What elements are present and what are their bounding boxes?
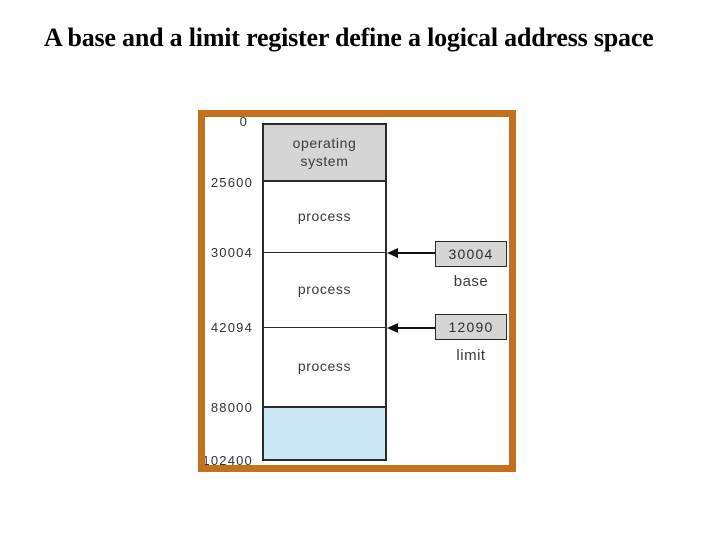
segment-label: operating system: [292, 135, 357, 169]
segment-process-3: process: [264, 328, 385, 408]
memory-column: operating system process process process: [262, 123, 387, 461]
address-label-88000: 88000: [210, 400, 253, 415]
address-label-102400: 102400: [202, 453, 253, 468]
address-label-25600: 25600: [210, 175, 253, 190]
address-label-0: 0: [239, 114, 248, 129]
arrow-left-icon: [387, 248, 398, 258]
segment-label: process: [297, 208, 352, 225]
segment-operating-system: operating system: [264, 125, 385, 182]
arrow-left-icon: [387, 323, 398, 333]
address-label-42094: 42094: [210, 320, 253, 335]
segment-process-1: process: [264, 182, 385, 253]
base-arrow-line: [398, 252, 435, 254]
base-register-box: 30004: [435, 241, 507, 267]
address-label-30004: 30004: [210, 245, 253, 260]
limit-register-label: limit: [456, 347, 486, 364]
segment-label: process: [297, 281, 352, 298]
slide-title: A base and a limit register define a log…: [44, 23, 654, 52]
segment-free-space: [264, 408, 385, 459]
memory-diagram: operating system process process process…: [198, 110, 516, 472]
base-register-label: base: [453, 273, 489, 290]
limit-arrow-line: [398, 327, 435, 329]
segment-process-2: process: [264, 253, 385, 328]
segment-label: process: [297, 358, 352, 375]
limit-register-box: 12090: [435, 314, 507, 340]
